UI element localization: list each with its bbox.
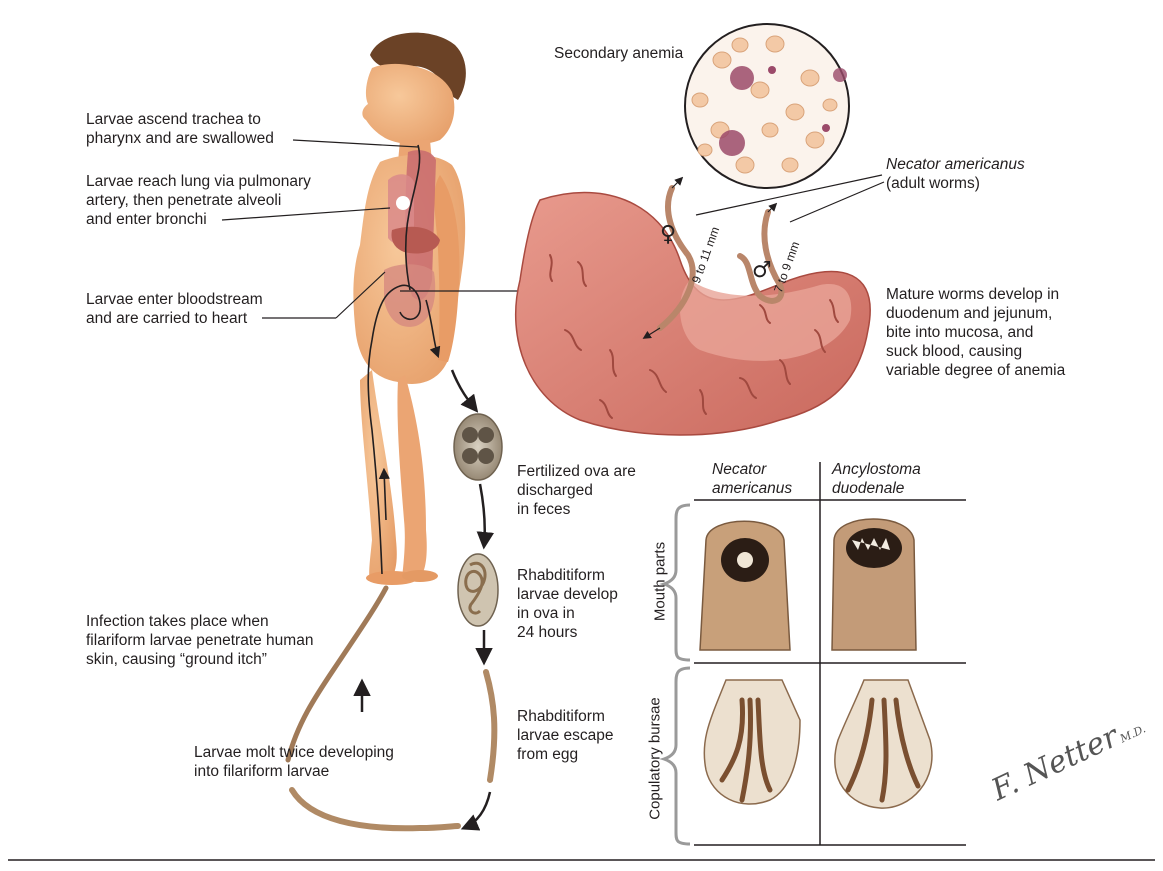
- bursa-necator: [703, 679, 801, 805]
- mouth-part-ancylostoma: [831, 518, 917, 651]
- bursa-ancylostoma: [834, 679, 933, 809]
- worm-pointer-arrows: [642, 174, 885, 339]
- life-cycle-stages: [285, 369, 503, 832]
- row-label-mouth-parts: Mouth parts: [651, 541, 669, 622]
- mouth-part-necator: [699, 520, 791, 651]
- female-symbol: ♀: [660, 222, 677, 247]
- label-secondary-anemia: Secondary anemia: [554, 45, 684, 62]
- child-figure: [353, 32, 466, 585]
- label-necator-adult: Necator americanus(adult worms): [886, 156, 1025, 192]
- row-label-copulatory-bursae: Copulatory bursae: [646, 697, 664, 820]
- blood-smear-circle: [684, 23, 850, 189]
- male-symbol: ♂: [752, 258, 772, 283]
- adult-worms: [657, 185, 785, 331]
- comparison-grid: [694, 462, 966, 846]
- comparison-braces: [659, 503, 691, 846]
- intestine-segment: [514, 191, 871, 436]
- leader-lines: [221, 139, 540, 319]
